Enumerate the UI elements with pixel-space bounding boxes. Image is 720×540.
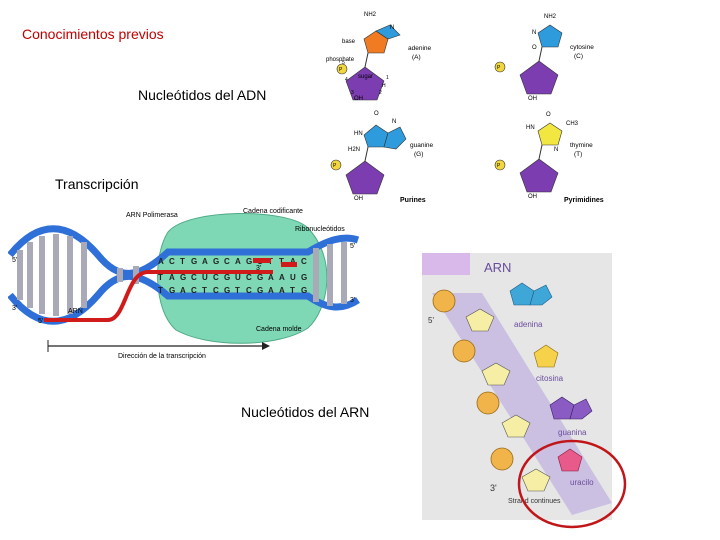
thymine-atom-o: O bbox=[546, 112, 551, 118]
end-5-left: 5' bbox=[12, 257, 17, 264]
thymine-atom-n: N bbox=[554, 147, 558, 153]
adenine-part-phosphate: phosphate bbox=[326, 57, 355, 63]
end-3-left: 3' bbox=[12, 305, 17, 312]
adenine-name: adenine bbox=[408, 45, 432, 52]
mid-base-letter: C bbox=[213, 273, 219, 282]
adenine-prime-3: 3 bbox=[351, 90, 354, 96]
cytosine-atom-nh2: NH2 bbox=[544, 14, 557, 20]
bottom-base-letter: T bbox=[290, 286, 295, 295]
guanine-atom-h2n: H2N bbox=[348, 147, 360, 153]
mid-base-letter: U bbox=[235, 273, 241, 282]
bottom-base-letter: T bbox=[235, 286, 240, 295]
bottom-base-letter: C bbox=[213, 286, 219, 295]
rna-end-3: 3' bbox=[490, 483, 497, 493]
adenina-label: adenina bbox=[514, 320, 543, 329]
end-5-rna: 5' bbox=[38, 318, 43, 325]
incoming-ribonucleotide-2 bbox=[281, 262, 297, 267]
top-base-letter: G bbox=[213, 257, 219, 266]
guanine-atom-n: N bbox=[392, 119, 396, 125]
adenine-prime-1: 1 bbox=[386, 75, 389, 81]
top-base-letter: C bbox=[224, 257, 230, 266]
template-strand-label: Cadena molde bbox=[256, 326, 302, 333]
adenine-part-base: base bbox=[342, 39, 356, 45]
bottom-base-letter: C bbox=[246, 286, 252, 295]
cytosine-atom-o: O bbox=[532, 45, 537, 51]
mid-base-letter: U bbox=[202, 273, 208, 282]
end-3-right: 3' bbox=[350, 297, 355, 304]
bottom-base-letter: A bbox=[279, 286, 285, 295]
ribonucleotides-label: Ribonucleótidos bbox=[295, 226, 345, 233]
thymine-name: thymine bbox=[570, 142, 593, 149]
pyrimidines-label: Pyrimidines bbox=[564, 197, 604, 204]
citosina-label: citosina bbox=[536, 374, 564, 383]
mid-base-letter: A bbox=[279, 273, 285, 282]
cytosine-atom-n: N bbox=[532, 30, 536, 36]
adenine-prime-5: 5 bbox=[342, 60, 345, 66]
cytosine-atom-oh: OH bbox=[528, 96, 537, 102]
adenine-atom-oh: OH bbox=[354, 96, 363, 102]
end-5-right: 5' bbox=[350, 243, 355, 250]
rna-panel-title: ARN bbox=[484, 260, 511, 275]
mid-base-letter: T bbox=[158, 273, 163, 282]
uracil-highlight-circle bbox=[515, 436, 631, 532]
top-base-letter: C bbox=[169, 257, 175, 266]
cytosine-name: cytosine bbox=[570, 44, 594, 51]
bottom-base-letter: A bbox=[268, 286, 274, 295]
bottom-base-letter: T bbox=[202, 286, 207, 295]
purines-label: Purines bbox=[400, 197, 426, 204]
rna-end-5: 5' bbox=[428, 316, 434, 325]
direction-label: Dirección de la transcripción bbox=[118, 353, 206, 360]
top-base-letter: T bbox=[180, 257, 185, 266]
mid-base-letter: C bbox=[246, 273, 252, 282]
guanine-code: (G) bbox=[414, 151, 423, 158]
adenine-part-sugar: sugar bbox=[358, 74, 373, 80]
adenine-code: (A) bbox=[412, 54, 421, 61]
transcription-figure: ACTGAGCAGCTTAC TAGCUCGUCGAAUG TGACTCGTCG… bbox=[8, 200, 368, 365]
transcription-label: Transcripción bbox=[55, 176, 139, 192]
top-base-letter: A bbox=[158, 257, 164, 266]
guanine-name: guanine bbox=[410, 142, 434, 149]
adenine-atom-nh2: NH2 bbox=[364, 12, 377, 18]
incoming-ribonucleotide-1 bbox=[253, 258, 271, 263]
thymine-atom-hn: HN bbox=[526, 125, 535, 131]
slide-heading: Conocimientos previos bbox=[22, 26, 164, 42]
adenine-atom-h: H bbox=[382, 83, 386, 89]
top-base-letter: A bbox=[202, 257, 208, 266]
mid-base-letter: G bbox=[180, 273, 186, 282]
adenine-prime-2: 2 bbox=[379, 90, 382, 96]
thymine-code: (T) bbox=[574, 151, 582, 158]
adenine-atom-n: N bbox=[390, 25, 394, 31]
rna-nucleotides-label: Nucleótidos del ARN bbox=[241, 404, 369, 420]
bottom-base-letter: A bbox=[180, 286, 186, 295]
thymine-atom-oh: OH bbox=[528, 194, 537, 200]
thymine-atom-ch3: CH3 bbox=[566, 121, 579, 127]
mid-base-letter: A bbox=[169, 273, 175, 282]
top-base-letter: A bbox=[235, 257, 241, 266]
mid-base-letter: C bbox=[191, 273, 197, 282]
end-3-rna: 3' bbox=[256, 265, 261, 272]
bottom-base-letter: G bbox=[224, 286, 230, 295]
dna-nucleotides-label: Nucleótidos del ADN bbox=[138, 87, 266, 103]
adenine-prime-4: 4 bbox=[345, 77, 348, 83]
cytosine-code: (C) bbox=[574, 53, 583, 60]
mid-base-letter: G bbox=[301, 273, 307, 282]
bottom-base-letter: G bbox=[257, 286, 263, 295]
mid-base-letter: U bbox=[290, 273, 296, 282]
top-base-letter: G bbox=[191, 257, 197, 266]
arn-label: ARN bbox=[68, 308, 83, 315]
mid-base-letter: G bbox=[224, 273, 230, 282]
coding-strand-label: Cadena codificante bbox=[243, 208, 303, 215]
mid-base-letter: A bbox=[268, 273, 274, 282]
top-base-letter: C bbox=[301, 257, 307, 266]
guanine-atom-hn: HN bbox=[354, 131, 363, 137]
top-base-letter: G bbox=[246, 257, 252, 266]
rna-polymerase-label: ARN Polimerasa bbox=[126, 212, 178, 219]
guanine-atom-o: O bbox=[374, 111, 379, 117]
bottom-base-letter: C bbox=[191, 286, 197, 295]
dna-nucleotides-figure: NH2 N P OH H base phosphate sugar 5 4 1 … bbox=[320, 5, 620, 210]
bottom-base-letter: T bbox=[158, 286, 163, 295]
bottom-base-letter: G bbox=[301, 286, 307, 295]
bottom-base-letter: G bbox=[169, 286, 175, 295]
mid-base-letter: G bbox=[257, 273, 263, 282]
